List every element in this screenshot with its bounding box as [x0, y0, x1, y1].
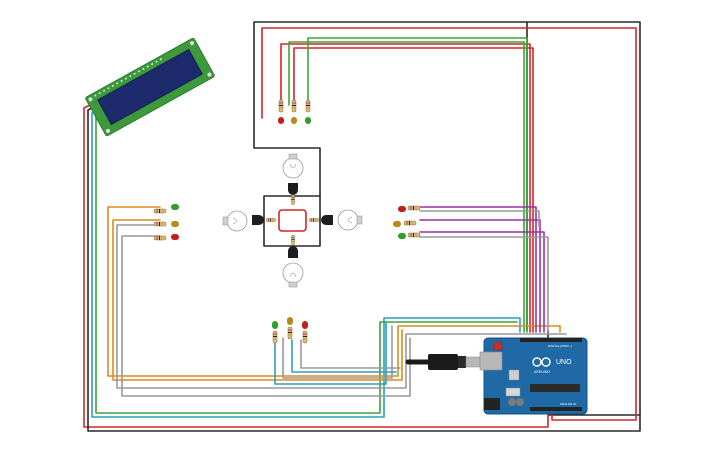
right-transistor-icon[interactable]: [321, 215, 333, 225]
resistor-icon: [290, 194, 296, 206]
board-model-label: UNO: [556, 359, 572, 366]
top-green-led-icon[interactable]: [305, 117, 311, 124]
top-light-bulb-icon[interactable]: [282, 153, 304, 179]
arduino-logo-icon: [532, 357, 551, 367]
bottom-green-led-icon[interactable]: [272, 321, 278, 329]
resistor-icon: [403, 220, 417, 226]
resistor-icon: [407, 232, 421, 238]
right-traffic-wires[interactable]: [419, 206, 549, 333]
left-traffic-light: [153, 204, 179, 241]
resistor-icon: [290, 234, 296, 246]
red-top-wires[interactable]: [261, 27, 637, 421]
bottom-red-led-icon[interactable]: [302, 321, 308, 329]
top-red-led-icon[interactable]: [278, 117, 284, 124]
left-yellow-led-icon[interactable]: [171, 221, 179, 227]
lcd-16x2-icon[interactable]: [85, 37, 215, 137]
resistor-icon: [278, 99, 284, 113]
resistor-icon: [305, 99, 311, 113]
board-logo-label: ARDUINO: [534, 370, 550, 374]
resistor-icon: [302, 330, 308, 344]
resistor-icon: [153, 208, 167, 214]
right-red-led-icon[interactable]: [398, 206, 406, 212]
left-light-bulb-icon[interactable]: [222, 210, 248, 232]
bottom-yellow-led-icon[interactable]: [287, 317, 293, 325]
resistor-icon: [153, 221, 167, 227]
left-traffic-wires[interactable]: [107, 206, 567, 397]
resistor-icon: [265, 217, 277, 223]
resistor-icon: [153, 235, 167, 241]
resistor-icon: [407, 205, 421, 211]
digital-header-label: DIGITAL (PWM ~): [548, 344, 572, 348]
top-yellow-led-icon[interactable]: [291, 117, 297, 124]
left-red-led-icon[interactable]: [171, 234, 179, 240]
resistor-icon: [291, 99, 297, 113]
resistor-icon: [308, 217, 320, 223]
top-transistor-icon[interactable]: [288, 183, 298, 195]
arduino-uno-board[interactable]: UNO ARDUINO DIGITAL (PWM ~) ANALOG IN: [479, 337, 588, 415]
resistor-icon: [272, 330, 278, 344]
left-transistor-icon[interactable]: [252, 215, 264, 225]
top-traffic-light: [278, 99, 311, 124]
right-traffic-light: [393, 205, 421, 239]
bottom-light-bulb-icon[interactable]: [282, 262, 304, 288]
left-green-led-icon[interactable]: [171, 204, 179, 210]
usb-cable-icon[interactable]: [405, 354, 481, 370]
lamp-cluster: [222, 153, 363, 288]
resistor-icon: [287, 326, 293, 340]
bottom-traffic-light: [272, 317, 308, 344]
right-yellow-led-icon[interactable]: [393, 221, 401, 227]
right-green-led-icon[interactable]: [398, 233, 406, 239]
green-top-wires[interactable]: [288, 37, 528, 333]
right-light-bulb-icon[interactable]: [337, 209, 363, 231]
bottom-transistor-icon[interactable]: [288, 246, 298, 258]
bottom-traffic-wires[interactable]: [274, 321, 401, 385]
analog-header-label: ANALOG IN: [560, 402, 576, 406]
